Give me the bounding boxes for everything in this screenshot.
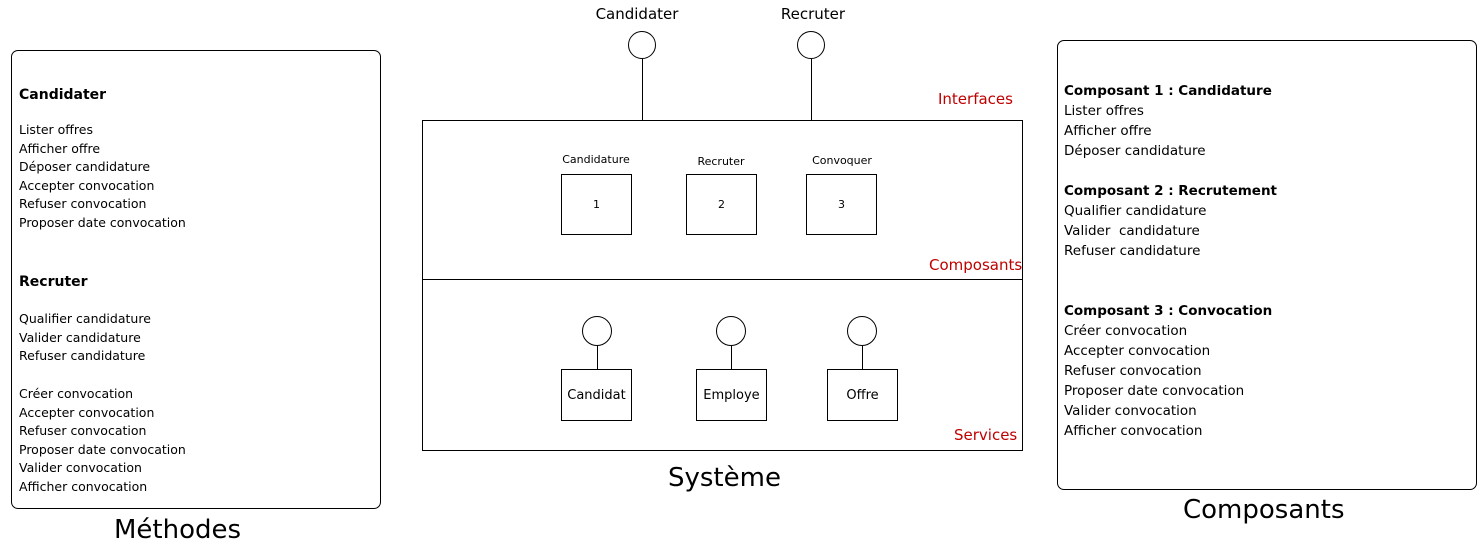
external-interface-label-candidater: Candidater	[595, 5, 679, 23]
method-item: Refuser convocation	[19, 423, 147, 439]
method-item: Afficher convocation	[19, 478, 148, 494]
method-item: Proposer date convocation	[19, 214, 186, 230]
component-title: Composant 1 : Candidature	[1064, 83, 1272, 99]
component-number: 2	[718, 198, 725, 211]
service-connector-line	[862, 346, 863, 369]
system-caption: Système	[668, 463, 781, 493]
method-item: Créer convocation	[19, 386, 134, 401]
service-interface-icon	[716, 316, 746, 346]
method-item: Valider convocation	[19, 460, 142, 476]
component-number: 3	[838, 198, 845, 211]
component-title: Composant 3 : Convocation	[1064, 303, 1273, 319]
interface-lollipop-icon	[797, 31, 825, 59]
method-item: Proposer date convocation	[19, 441, 186, 457]
component-title: Composant 2 : Recrutement	[1064, 183, 1278, 199]
component-box-3: 3	[806, 174, 877, 235]
interfaces-layer-label: Interfaces	[938, 90, 1013, 108]
components-panel: Composant 1 : Candidature Lister offres …	[1057, 40, 1477, 490]
method-item: Accepter convocation	[19, 177, 155, 193]
component-box-2: 2	[686, 174, 757, 235]
services-layer-label: Services	[954, 426, 1018, 444]
methods-caption: Méthodes	[114, 515, 242, 545]
service-box-candidat: Candidat	[561, 369, 632, 421]
component-item: Refuser candidature	[1064, 243, 1201, 259]
component-item: Valider candidature	[1064, 223, 1200, 239]
external-interface-label-recruter: Recruter	[780, 5, 846, 23]
service-connector-line	[597, 346, 598, 369]
method-item: Valider candidature	[19, 329, 141, 345]
service-connector-line	[731, 346, 732, 369]
service-label: Candidat	[567, 387, 626, 403]
method-item: Refuser convocation	[19, 196, 147, 212]
component-item: Afficher offre	[1064, 123, 1152, 139]
methods-group-convocation-list: Créer convocation Accepter convocation R…	[19, 385, 186, 497]
component-item: Accepter convocation	[1064, 343, 1211, 359]
component-item: Qualifier candidature	[1064, 203, 1207, 219]
system-boundary	[422, 120, 1023, 451]
component-item: Refuser convocation	[1064, 363, 1202, 379]
components-caption: Composants	[1183, 495, 1345, 525]
methods-group-recruter-list: Qualifier candidature Valider candidatur…	[19, 310, 151, 366]
components-layer-label: Composants	[929, 256, 1023, 274]
interface-connector-line	[811, 59, 812, 120]
service-interface-icon	[847, 316, 877, 346]
service-label: Offre	[846, 387, 879, 403]
method-item: Déposer candidature	[19, 159, 151, 175]
component-item: Valider convocation	[1064, 403, 1197, 419]
component-caption-convoquer: Convoquer	[812, 154, 872, 167]
interface-lollipop-icon	[628, 31, 656, 59]
component-item: Lister offres	[1064, 103, 1144, 119]
component-2-description: Composant 2 : Recrutement Qualifier cand…	[1064, 181, 1277, 261]
component-number: 1	[593, 198, 600, 211]
service-box-offre: Offre	[827, 369, 898, 421]
methods-group-candidater-list: Lister offres Afficher offre Déposer can…	[19, 121, 186, 233]
methods-group-candidater-title: Candidater	[19, 87, 107, 103]
component-item: Afficher convocation	[1064, 423, 1203, 439]
interface-connector-line	[642, 59, 643, 120]
method-item: Afficher offre	[19, 140, 101, 156]
method-item: Lister offres	[19, 122, 93, 137]
methods-group-recruter-title: Recruter	[19, 274, 88, 290]
method-item: Refuser candidature	[19, 348, 146, 364]
component-item: Créer convocation	[1064, 323, 1188, 339]
method-item: Qualifier candidature	[19, 311, 151, 326]
service-interface-icon	[582, 316, 612, 346]
layer-divider	[422, 279, 1023, 280]
method-item: Accepter convocation	[19, 404, 155, 420]
component-item: Déposer candidature	[1064, 143, 1206, 159]
service-box-employe: Employe	[696, 369, 767, 421]
component-box-1: 1	[561, 174, 632, 235]
methods-panel: Candidater Lister offres Afficher offre …	[11, 50, 381, 509]
component-caption-candidature: Candidature	[562, 153, 630, 166]
component-3-description: Composant 3 : Convocation Créer convocat…	[1064, 301, 1272, 441]
component-caption-recruter: Recruter	[697, 155, 745, 168]
service-label: Employe	[703, 387, 760, 403]
component-item: Proposer date convocation	[1064, 383, 1245, 399]
component-1-description: Composant 1 : Candidature Lister offres …	[1064, 81, 1272, 161]
